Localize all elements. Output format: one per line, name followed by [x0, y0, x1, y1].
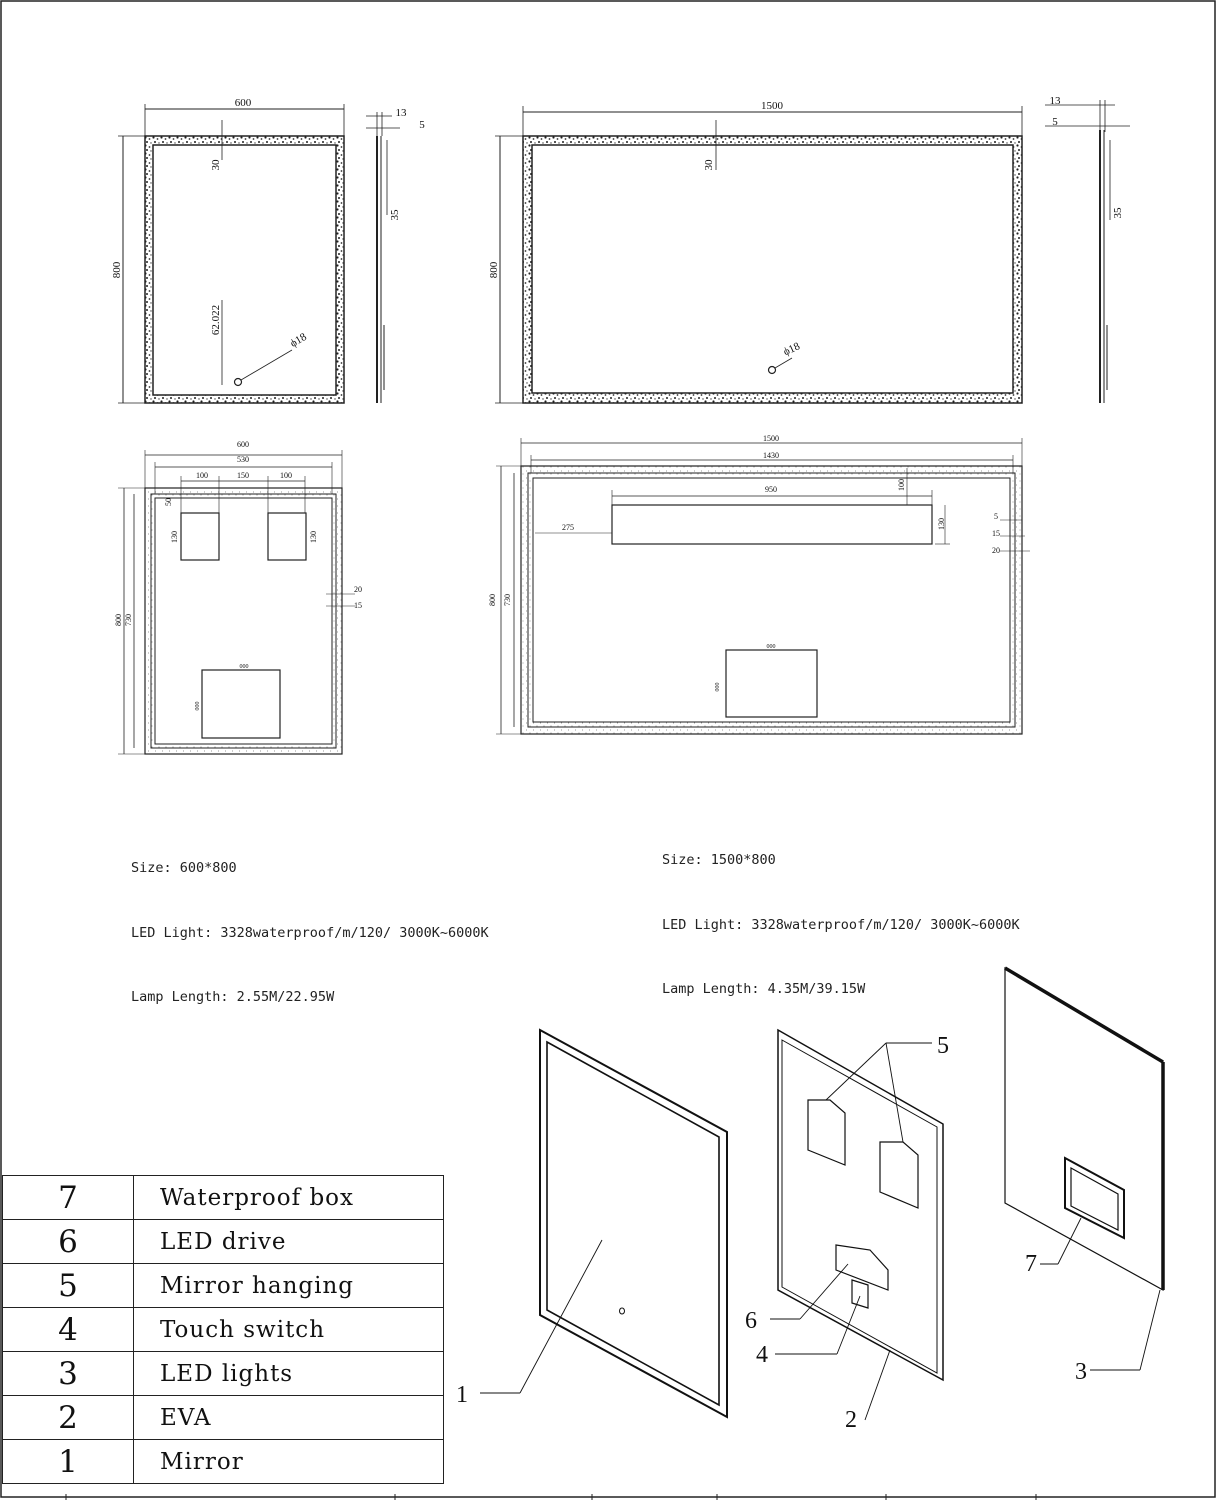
dim-back1500-box-w: 000	[767, 644, 776, 650]
front-view-600	[118, 104, 345, 404]
front-view-1500	[495, 106, 1023, 404]
spec-1500-lamp: Lamp Length: 4.35M/39.15W	[662, 981, 866, 997]
callout-3: 3	[1075, 1359, 1087, 1385]
dim-back600-top: 50	[164, 498, 173, 506]
callout-4: 4	[756, 1342, 768, 1368]
part-number: 4	[2, 1307, 134, 1352]
bottom-ticks	[65, 1494, 1037, 1500]
back-view-1500	[496, 438, 1030, 735]
dim-back600-gap-m: 150	[237, 471, 249, 480]
part-label: Touch switch	[133, 1307, 444, 1352]
part-number: 7	[2, 1175, 134, 1220]
part-number: 2	[2, 1395, 134, 1440]
part-label: Mirror	[133, 1439, 444, 1484]
dim-back1500-bar-left: 275	[562, 523, 574, 532]
side-view-600	[366, 112, 400, 403]
callout-1: 1	[456, 1382, 468, 1408]
dim-back600-box-h: 000	[195, 702, 201, 711]
exploded-led-panel	[1004, 966, 1165, 1371]
dim-back1500-outer: 1500	[763, 434, 779, 443]
dim-back600-border-a: 20	[354, 585, 362, 594]
dim-back600-h-r: 130	[309, 531, 318, 543]
dim-back1500-bar-w: 950	[765, 485, 777, 494]
dim-side600-35: 35	[389, 209, 401, 221]
dim-side1500-13: 13	[1050, 95, 1062, 107]
callout-7: 7	[1025, 1251, 1037, 1277]
spec-600-size: Size: 600*800	[131, 860, 237, 876]
dim-back1500-height: 800	[488, 594, 497, 606]
part-label: LED lights	[133, 1351, 444, 1396]
spec-600-lamp: Lamp Length: 2.55M/22.95W	[131, 989, 335, 1005]
dim-600-edge: 30	[210, 159, 222, 171]
part-number: 3	[2, 1351, 134, 1396]
dim-back1500-border-a: 5	[994, 512, 998, 521]
spec-1500-size: Size: 1500*800	[662, 852, 776, 868]
dim-1500-height: 800	[488, 261, 500, 278]
dim-side1500-35: 35	[1112, 207, 1124, 219]
side-view-1500	[1045, 100, 1130, 403]
dim-600-height: 800	[111, 261, 123, 278]
dim-side1500-5: 5	[1052, 116, 1058, 128]
part-label: Mirror hanging	[133, 1263, 444, 1308]
dim-back600-border-b: 15	[354, 601, 362, 610]
dim-side600-5: 5	[419, 119, 425, 131]
dim-1500-width: 1500	[761, 100, 784, 112]
dim-back1500-border-b: 15	[992, 529, 1000, 538]
callout-6: 6	[745, 1308, 757, 1334]
dim-back1500-bar-h: 100	[897, 479, 906, 491]
part-number: 1	[2, 1439, 134, 1484]
dim-1500-edge: 30	[703, 159, 715, 171]
dim-back600-inner-height: 730	[124, 614, 133, 626]
dim-back1500-inner: 1430	[763, 451, 779, 460]
dim-side600-13: 13	[396, 107, 408, 119]
dim-back1500-border-c: 20	[992, 546, 1000, 555]
part-label: EVA	[133, 1395, 444, 1440]
dim-600-switch-offset: 62.022	[210, 305, 222, 335]
callout-2: 2	[845, 1407, 857, 1433]
exploded-eva	[770, 1028, 944, 1421]
dim-back1500-inner-height: 730	[503, 594, 512, 606]
back-view-600	[118, 450, 355, 755]
dim-back600-outer: 600	[237, 440, 249, 449]
part-number: 5	[2, 1263, 134, 1308]
spec-block-1500: Size: 1500*800 LED Light: 3328waterproof…	[662, 807, 1020, 1022]
dim-back600-height: 800	[114, 614, 123, 626]
dim-back1500-bar-side: 130	[937, 518, 946, 530]
dim-back1500-box-h: 000	[715, 683, 721, 692]
dim-back600-gap-r: 100	[280, 471, 292, 480]
dim-back600-gap-l: 100	[196, 471, 208, 480]
callout-5: 5	[937, 1033, 949, 1059]
dim-600-width: 600	[235, 97, 252, 109]
part-label: Waterproof box	[133, 1175, 444, 1220]
spec-block-600: Size: 600*800 LED Light: 3328waterproof/…	[131, 815, 489, 1030]
spec-1500-led: LED Light: 3328waterproof/m/120/ 3000K~6…	[662, 916, 1020, 933]
exploded-mirror	[480, 1028, 728, 1419]
dim-back600-h-l: 130	[170, 531, 179, 543]
dim-back600-box-w: 000	[240, 664, 249, 670]
part-number: 6	[2, 1219, 134, 1264]
dim-back600-inner: 530	[237, 455, 249, 464]
part-label: LED drive	[133, 1219, 444, 1264]
spec-600-led: LED Light: 3328waterproof/m/120/ 3000K~6…	[131, 924, 489, 941]
